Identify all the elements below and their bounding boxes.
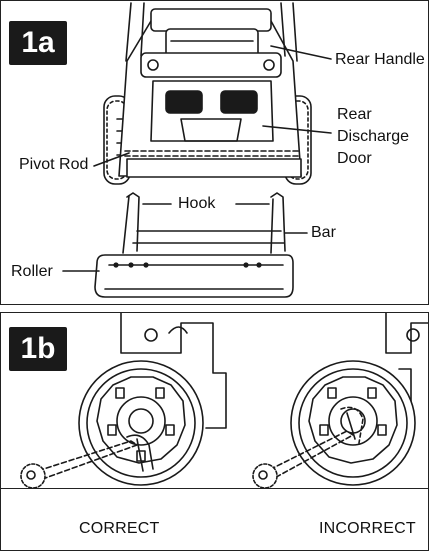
grass-catcher-frame	[122, 192, 286, 254]
label-roller: Roller	[11, 263, 53, 280]
figure-1a-panel: 1a	[0, 0, 429, 305]
correct-wheel-illustration	[20, 313, 227, 489]
figure-1b-panel: 1b	[0, 312, 429, 551]
figure-1a-badge: 1a	[9, 21, 67, 65]
label-bar: Bar	[311, 224, 336, 241]
label-rear-discharge-door-line1: Rear	[337, 106, 372, 123]
roller-shape	[94, 254, 294, 298]
caption-correct: CORRECT	[79, 520, 160, 537]
label-hook: Hook	[178, 195, 216, 212]
figure-1b-badge: 1b	[9, 327, 67, 371]
label-rear-discharge-door-line3: Door	[337, 150, 372, 167]
mower-rear-illustration	[62, 2, 332, 298]
caption-incorrect: INCORRECT	[319, 520, 416, 537]
label-rear-handle: Rear Handle	[335, 51, 425, 68]
label-pivot-rod: Pivot Rod	[19, 156, 89, 173]
incorrect-wheel-illustration	[252, 313, 428, 489]
caption-divider	[1, 488, 428, 489]
label-rear-discharge-door-line2: Discharge	[337, 128, 410, 145]
roller-position-illustration	[20, 313, 428, 489]
